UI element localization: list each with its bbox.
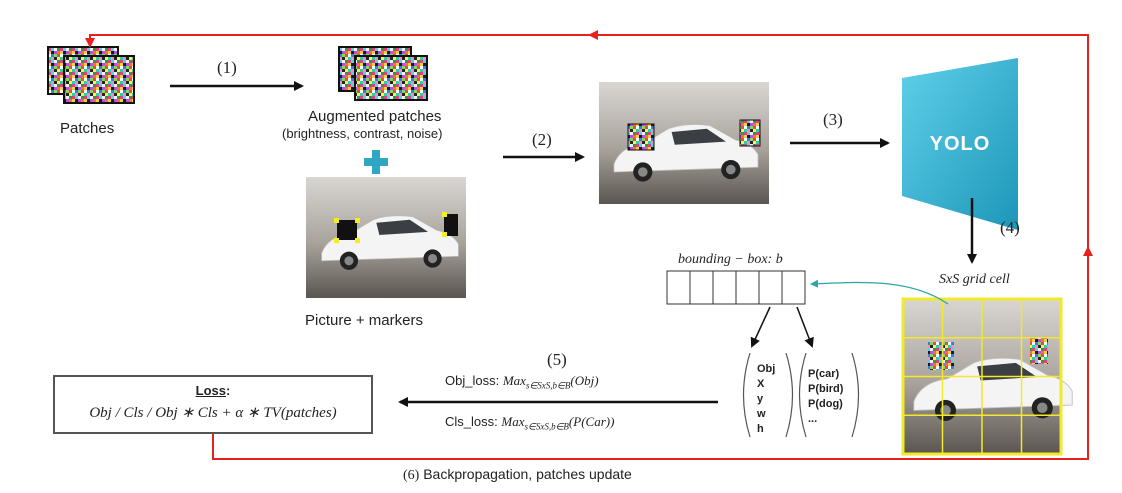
grid-lines xyxy=(903,299,1061,454)
grid-to-bbox-connector xyxy=(810,279,949,305)
step-1-label: (1) xyxy=(217,58,237,77)
yolo-label: YOLO xyxy=(930,133,991,155)
augmented-title: Augmented patches xyxy=(308,108,442,125)
patches-label: Patches xyxy=(60,120,115,137)
cls-vector: P(car) P(bird) P(dog)... xyxy=(798,352,860,438)
bbox-cell xyxy=(666,270,691,305)
cls-vector-entry: P(bird) xyxy=(808,383,844,395)
step-5-label: (5) xyxy=(547,350,567,369)
loss-box xyxy=(53,375,373,434)
plus-icon xyxy=(364,150,388,174)
bbox-to-cls-arrow xyxy=(796,306,814,348)
grid-cell-image xyxy=(901,297,1073,456)
cls-vector-entry: ... xyxy=(808,413,817,425)
augmented-patches-stack xyxy=(338,46,428,101)
obj-vector-entry: X xyxy=(757,378,765,390)
step-6-number: (6) xyxy=(403,468,420,483)
bbox-cell xyxy=(758,270,783,305)
obj-loss-arg: (Obj) xyxy=(570,373,599,388)
obj-loss-line: Obj_loss: Maxs∈SxS,b∈B(Obj) xyxy=(445,373,599,392)
grid-label: SxS grid cell xyxy=(939,272,1010,287)
loss-title-text: Loss xyxy=(195,383,226,398)
step-2-label: (2) xyxy=(532,130,552,149)
step-4-label: (4) xyxy=(1000,218,1020,237)
obj-loss-name: Obj_loss: xyxy=(445,373,500,388)
patches-stack xyxy=(47,46,135,104)
step-6-text: Backpropagation, patches update xyxy=(423,466,632,482)
obj-vector-entry: Obj xyxy=(757,363,775,375)
cls-loss-subscript: s∈SxS,b∈B xyxy=(524,421,569,432)
cls-vector-entry: P(dog) xyxy=(808,398,843,410)
obj-loss-subscript: s∈SxS,b∈B xyxy=(525,380,571,391)
loss-formula: Obj / Cls / Obj ∗ Cls + α ∗ TV(patches) xyxy=(89,405,337,421)
loss-title: Loss: xyxy=(54,383,372,398)
bbox-to-obj-arrow xyxy=(750,306,771,348)
bounding-box-vector xyxy=(666,270,806,305)
step-3-label: (3) xyxy=(823,110,843,129)
cls-loss-line: Cls_loss: Maxs∈SxS,b∈B(P(Car)) xyxy=(445,414,614,433)
obj-vector-entry: w xyxy=(756,408,766,420)
cls-loss-arg: (P(Car)) xyxy=(568,414,615,429)
bbox-cell xyxy=(712,270,737,305)
picture-with-markers-image xyxy=(306,177,466,298)
cls-vector-entry: P(car) xyxy=(808,368,840,380)
patched-car-image xyxy=(599,82,769,204)
bbox-cell xyxy=(689,270,714,305)
cls-loss-formula: Max xyxy=(501,414,525,429)
obj-loss-formula: Max xyxy=(502,373,526,388)
cls-loss-name: Cls_loss: xyxy=(445,414,498,429)
step-6-label: (6) Backpropagation, patches update xyxy=(403,466,632,484)
augmented-subtitle: (brightness, contrast, noise) xyxy=(282,126,443,141)
bbox-label: bounding − box: b xyxy=(678,252,783,267)
loss-title-colon: : xyxy=(226,383,231,398)
yolo-network: YOLO xyxy=(902,58,1018,230)
obj-vector-entry: y xyxy=(757,393,764,405)
bbox-cell xyxy=(735,270,760,305)
picture-label: Picture + markers xyxy=(305,312,423,329)
obj-vector-entry: h xyxy=(757,423,764,435)
bbox-cell xyxy=(781,270,806,305)
